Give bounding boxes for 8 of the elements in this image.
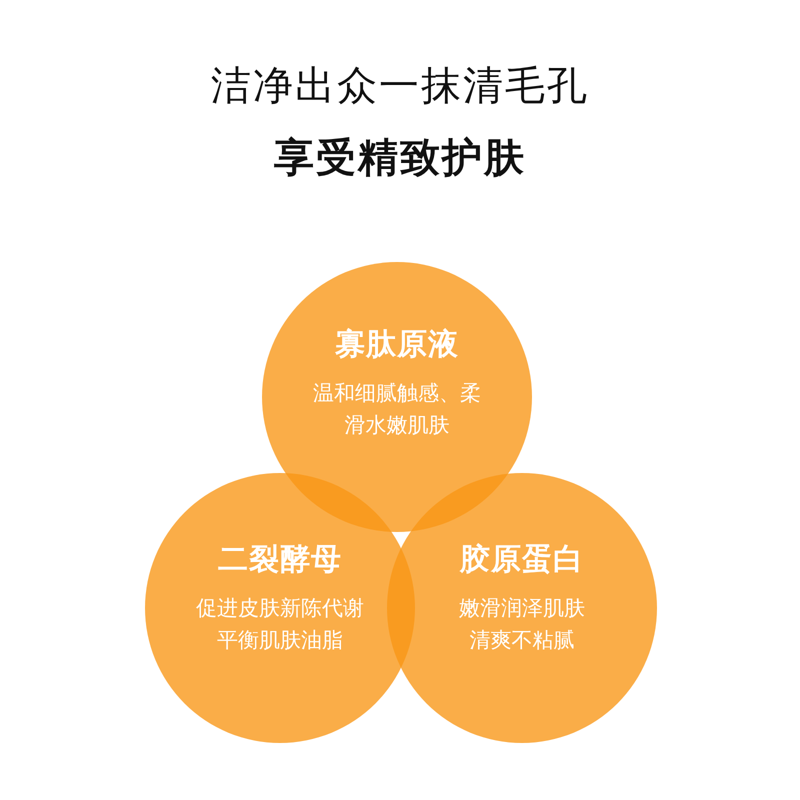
circle-description: 温和细腻触感、柔滑水嫩肌肤 bbox=[312, 380, 482, 439]
circle-description: 促进皮肤新陈代谢平衡肌肤油脂 bbox=[194, 595, 365, 654]
title: 洁净出众一抹清毛孔 bbox=[210, 62, 590, 111]
circle-heading: 二裂酵母 bbox=[218, 541, 342, 579]
circle-description: 嫩滑润泽肌肤清爽不粘腻 bbox=[458, 595, 586, 654]
circle-heading: 寡肽原液 bbox=[335, 326, 459, 364]
circle-heading: 胶原蛋白 bbox=[460, 541, 584, 579]
subtitle: 享受精致护肤 bbox=[273, 134, 527, 183]
